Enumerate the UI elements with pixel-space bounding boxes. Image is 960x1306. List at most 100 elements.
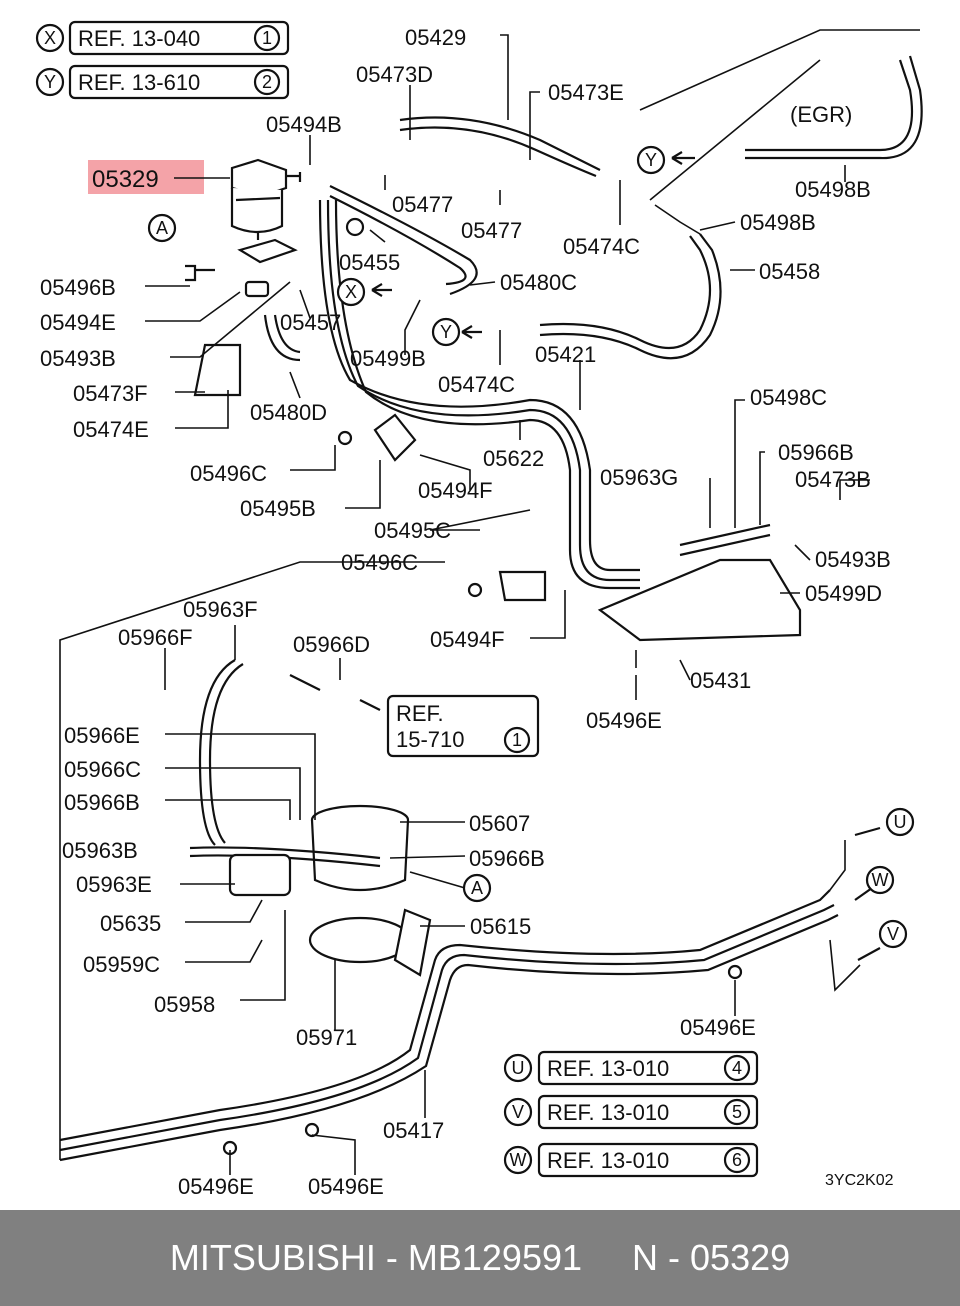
label-05496E-a[interactable]: 05496E (586, 708, 662, 733)
label-05496E-d[interactable]: 05496E (308, 1174, 384, 1199)
footer-bar: MITSUBISHI - MB129591 N - 05329 (0, 1210, 960, 1306)
label-05607[interactable]: 05607 (469, 811, 530, 836)
label-05498C[interactable]: 05498C (750, 385, 827, 410)
label-05494F-b[interactable]: 05494F (430, 627, 505, 652)
ref-mid-num: 1 (512, 730, 522, 750)
marker-y-mid[interactable]: Y (431, 317, 461, 347)
label-05494B[interactable]: 05494B (266, 112, 342, 137)
label-05959C[interactable]: 05959C (83, 952, 160, 977)
label-05498B-a[interactable]: 05498B (795, 177, 871, 202)
footer-brand: MITSUBISHI (169, 1237, 376, 1278)
label-05494F-a[interactable]: 05494F (418, 478, 493, 503)
label-05421[interactable]: 05421 (535, 342, 596, 367)
svg-text:4: 4 (732, 1058, 742, 1078)
label-05498B-b[interactable]: 05498B (740, 210, 816, 235)
label-05966C[interactable]: 05966C (64, 757, 141, 782)
footer-sep: - (375, 1237, 408, 1278)
ref-mid-line1: REF. (396, 701, 444, 726)
svg-text:W: W (510, 1150, 527, 1170)
label-05417[interactable]: 05417 (383, 1118, 444, 1143)
label-05958[interactable]: 05958 (154, 992, 215, 1017)
footer-ref: N - 05329 (632, 1237, 791, 1278)
marker-a-top[interactable]: A (147, 213, 177, 243)
svg-text:5: 5 (732, 1102, 742, 1122)
svg-text:V: V (887, 924, 899, 944)
highlight-box (88, 160, 204, 194)
svg-text:6: 6 (732, 1150, 742, 1170)
canister-bracket-part[interactable] (597, 558, 802, 642)
label-05496B[interactable]: 05496B (40, 275, 116, 300)
label-05473B[interactable]: 05473B (795, 467, 871, 492)
label-05499B[interactable]: 05499B (350, 346, 426, 371)
label-05473D[interactable]: 05473D (356, 62, 433, 87)
label-05966E[interactable]: 05966E (64, 723, 140, 748)
label-05499D[interactable]: 05499D (805, 581, 882, 606)
label-05615[interactable]: 05615 (470, 914, 531, 939)
fuel-system-parts-diagram: X REF. 13-040 1 Y REF. 13-610 2 05329 (35, 20, 923, 1199)
bracket-part[interactable] (237, 238, 298, 264)
label-05457[interactable]: 05457 (280, 310, 341, 335)
label-05963E[interactable]: 05963E (76, 872, 152, 897)
ref-y[interactable]: Y REF. 13-610 2 (35, 64, 290, 100)
label-05458[interactable]: 05458 (759, 259, 820, 284)
svg-text:U: U (894, 812, 907, 832)
label-05493B-a[interactable]: 05493B (40, 346, 116, 371)
label-05966D[interactable]: 05966D (293, 632, 370, 657)
label-05496C-a[interactable]: 05496C (190, 461, 267, 486)
ref-w[interactable]: W REF. 13-010 6 (503, 1142, 759, 1178)
marker-u[interactable]: U (885, 807, 915, 837)
label-05622[interactable]: 05622 (483, 446, 544, 471)
canister-part[interactable] (310, 804, 410, 892)
svg-text:A: A (471, 878, 483, 898)
label-05966B-a[interactable]: 05966B (778, 440, 854, 465)
label-05494E[interactable]: 05494E (40, 310, 116, 335)
label-05966B-c[interactable]: 05966B (469, 846, 545, 871)
footer-part-number: MB129591 (407, 1237, 583, 1278)
label-05329[interactable]: 05329 (92, 166, 159, 193)
clamp-part[interactable] (193, 343, 242, 397)
ref-box-15-710[interactable]: REF. 15-710 1 (386, 694, 540, 758)
label-05473F[interactable]: 05473F (73, 381, 148, 406)
label-05496E-b[interactable]: 05496E (680, 1015, 756, 1040)
label-05455[interactable]: 05455 (339, 250, 400, 275)
ref-w-text: REF. 13-010 (547, 1148, 669, 1173)
label-05971[interactable]: 05971 (296, 1025, 357, 1050)
ref-v[interactable]: V REF. 13-010 5 (503, 1094, 759, 1130)
label-05496E-c[interactable]: 05496E (178, 1174, 254, 1199)
marker-a-bottom[interactable]: A (462, 873, 492, 903)
label-05480C[interactable]: 05480C (500, 270, 577, 295)
svg-text:U: U (512, 1058, 525, 1078)
label-05963G[interactable]: 05963G (600, 465, 678, 490)
label-05963F[interactable]: 05963F (183, 597, 258, 622)
svg-text:A: A (156, 218, 168, 238)
label-05473E[interactable]: 05473E (548, 80, 624, 105)
marker-y-top[interactable]: Y (636, 145, 666, 175)
label-05495C[interactable]: 05495C (374, 518, 451, 543)
marker-w[interactable]: W (865, 865, 895, 895)
ref-mid-line2: 15-710 (396, 727, 465, 752)
fuel-filter-part[interactable] (230, 158, 302, 240)
label-05474C-b[interactable]: 05474C (438, 372, 515, 397)
label-05493B-b[interactable]: 05493B (815, 547, 891, 572)
ref-u[interactable]: U REF. 13-010 4 (503, 1050, 759, 1086)
label-05474C-a[interactable]: 05474C (563, 234, 640, 259)
label-05966B-b[interactable]: 05966B (64, 790, 140, 815)
label-05429[interactable]: 05429 (405, 25, 466, 50)
label-05474E[interactable]: 05474E (73, 417, 149, 442)
svg-text:W: W (872, 870, 889, 890)
label-05966F[interactable]: 05966F (118, 625, 193, 650)
label-05477-b[interactable]: 05477 (461, 218, 522, 243)
label-05477-a[interactable]: 05477 (392, 192, 453, 217)
label-05495B[interactable]: 05495B (240, 496, 316, 521)
label-05963B[interactable]: 05963B (62, 838, 138, 863)
label-05635[interactable]: 05635 (100, 911, 161, 936)
ref-x[interactable]: X REF. 13-040 1 (35, 20, 290, 56)
marker-v[interactable]: V (878, 919, 908, 949)
label-05496C-b[interactable]: 05496C (341, 550, 418, 575)
label-05480D[interactable]: 05480D (250, 400, 327, 425)
marker-x-mid[interactable]: X (336, 277, 366, 307)
ref-x-num: 1 (262, 28, 272, 48)
ref-y-text: REF. 13-610 (78, 70, 200, 95)
svg-text:V: V (512, 1102, 524, 1122)
label-05431[interactable]: 05431 (690, 668, 751, 693)
